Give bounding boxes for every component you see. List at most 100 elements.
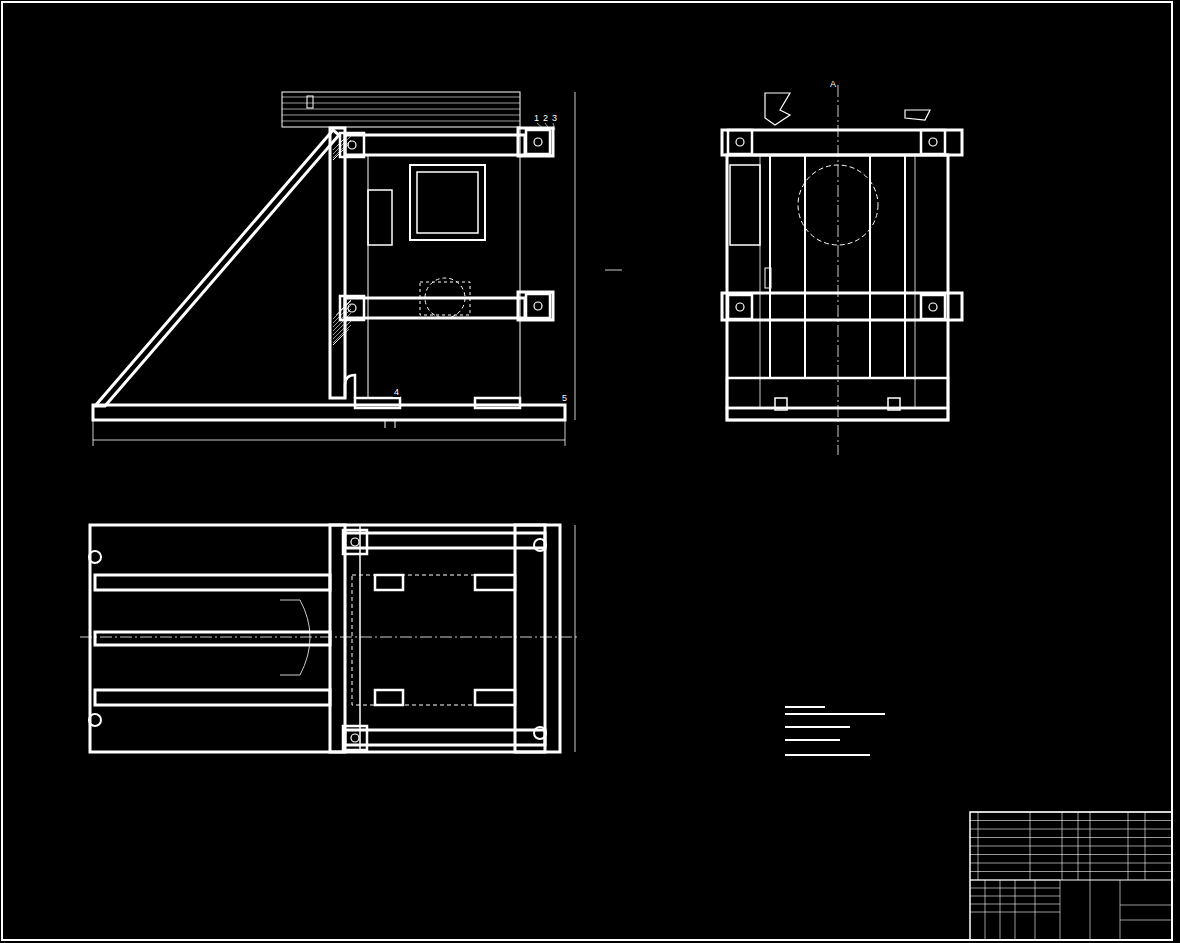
bolt-hole xyxy=(929,138,937,146)
bolt-line xyxy=(385,420,386,428)
drawing-line xyxy=(1030,812,1031,880)
drawing-line xyxy=(93,420,94,446)
bolt-hole xyxy=(351,734,359,742)
base-strip xyxy=(727,408,948,420)
side-box xyxy=(730,165,760,245)
bolt-hole xyxy=(534,302,542,310)
drawing-line xyxy=(1000,880,1001,940)
hidden-arc xyxy=(280,600,310,675)
window-frame xyxy=(410,165,485,240)
hidden-outline xyxy=(352,575,515,705)
center-line xyxy=(838,85,839,455)
arm-top xyxy=(345,730,545,745)
drawing-line xyxy=(804,155,806,378)
end-rail xyxy=(515,525,545,752)
bolt-hole xyxy=(348,304,356,312)
drawing-line xyxy=(1062,812,1063,880)
upper-crossbar xyxy=(722,130,962,155)
bolt-line xyxy=(395,420,396,428)
top-plate xyxy=(282,92,520,127)
table-rule xyxy=(970,812,1172,813)
drawing-line xyxy=(985,880,986,940)
bolt-hole xyxy=(736,138,744,146)
drawing-line xyxy=(1128,812,1129,880)
dimension-line xyxy=(93,440,565,441)
side-frame xyxy=(727,155,948,420)
column-top xyxy=(330,525,345,752)
table-rule xyxy=(970,846,1172,847)
table-rule xyxy=(970,820,1172,821)
bolt-block xyxy=(921,130,945,154)
plate-line xyxy=(282,109,520,110)
drawing-line xyxy=(1015,880,1016,940)
arm-end-block xyxy=(518,292,553,320)
view-label: A xyxy=(829,80,837,89)
part-outline xyxy=(375,690,403,705)
rail xyxy=(95,690,330,705)
drawing-line xyxy=(1090,812,1091,880)
bolt-block xyxy=(343,530,367,554)
hidden-circle xyxy=(425,278,465,318)
drawing-line xyxy=(1035,880,1036,940)
clamp-hook xyxy=(765,93,930,125)
drawing-line xyxy=(1060,880,1061,940)
callout-number: 2 xyxy=(542,114,549,123)
leader-line xyxy=(553,123,555,130)
lower-arm xyxy=(345,298,525,318)
plate-line xyxy=(282,115,520,116)
arm-end-block xyxy=(518,128,553,156)
plate-line xyxy=(282,97,520,98)
note-mark xyxy=(785,754,870,756)
column-fillet xyxy=(345,375,355,398)
bolt-hole xyxy=(351,538,359,546)
table-rule xyxy=(970,829,1172,830)
table-rule xyxy=(970,837,1172,838)
rail xyxy=(95,575,330,590)
rail xyxy=(95,632,330,645)
mounting-slot xyxy=(89,714,101,726)
bolt-block xyxy=(728,295,752,319)
drawing-line xyxy=(1145,812,1146,880)
part-outline xyxy=(775,398,787,410)
base-foot xyxy=(475,398,520,408)
drawing-line xyxy=(1120,880,1121,940)
dimension-line xyxy=(575,525,576,752)
column xyxy=(330,128,345,398)
drawing-line xyxy=(1078,812,1079,880)
table-rule xyxy=(970,854,1172,855)
bolt-block xyxy=(526,130,550,154)
window-inner xyxy=(417,172,478,233)
callout-number: 3 xyxy=(551,114,558,123)
callout-number: 1 xyxy=(533,114,540,123)
drawing-line xyxy=(769,155,771,378)
drawing-line xyxy=(1120,920,1172,921)
bolt-block xyxy=(728,130,752,154)
table-rule xyxy=(970,871,1172,872)
part-outline xyxy=(475,575,515,590)
plate-line xyxy=(282,103,520,104)
bolt-hole xyxy=(929,303,937,311)
small-slot xyxy=(765,268,771,288)
bolt-block xyxy=(526,294,550,318)
hatch-line xyxy=(333,325,351,343)
part-outline xyxy=(345,525,360,752)
upper-arm xyxy=(345,135,525,155)
table-rule xyxy=(970,863,1172,864)
hatch-line xyxy=(333,313,351,331)
hidden-bracket xyxy=(420,282,470,315)
callout-number: 4 xyxy=(393,388,400,397)
note-mark xyxy=(785,739,840,741)
part-outline xyxy=(475,690,515,705)
note-mark xyxy=(785,706,825,708)
part-outline xyxy=(888,398,900,410)
drawing-line xyxy=(904,155,906,378)
plate-line xyxy=(282,121,520,122)
mounting-slot xyxy=(534,539,546,551)
bolt-block xyxy=(343,726,367,750)
leader-line xyxy=(537,123,545,130)
leader-line xyxy=(545,123,550,130)
bolt-hole xyxy=(736,303,744,311)
bolt-block xyxy=(340,133,364,157)
